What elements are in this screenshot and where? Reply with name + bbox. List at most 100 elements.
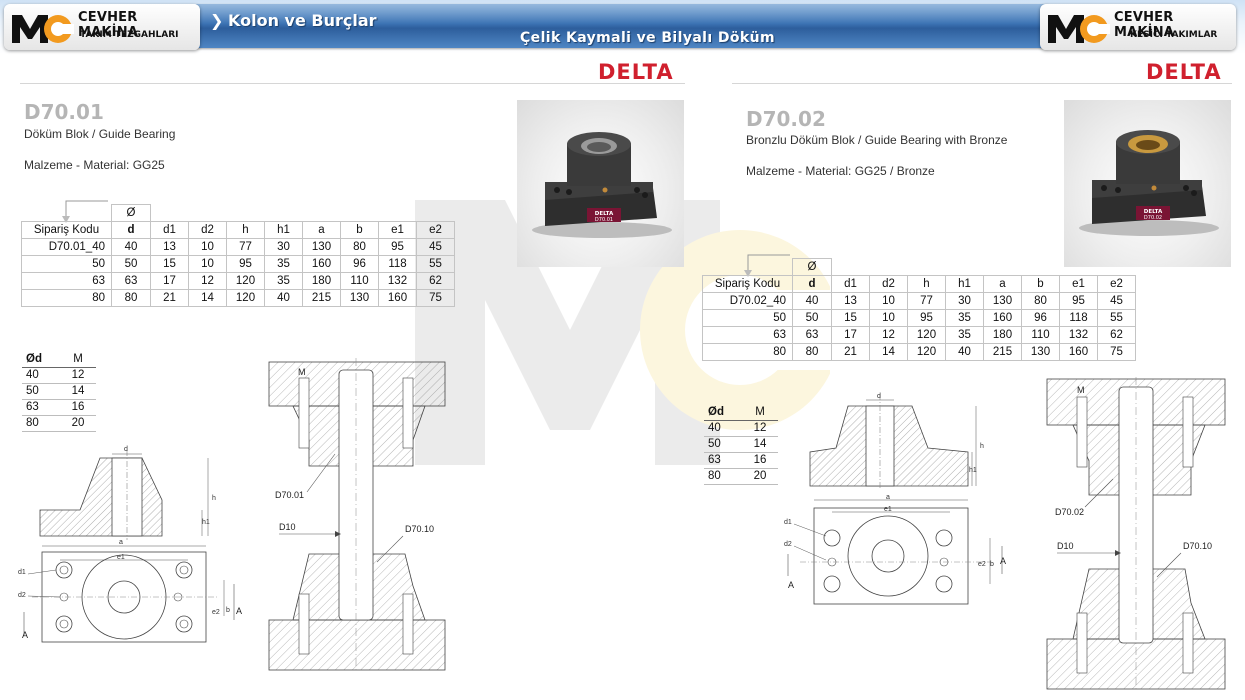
company-tagline: KESİCİ TAKIMLAR: [1130, 30, 1218, 40]
cell: 95: [1059, 292, 1098, 310]
order-code[interactable]: D70.02_40: [702, 292, 793, 310]
cell: 35: [264, 255, 303, 273]
column-header: d2: [869, 275, 908, 293]
company-tagline: TAKIM TEZGAHLARI: [80, 30, 179, 40]
product-material: Malzeme - Material: GG25 / Bronze: [746, 164, 935, 178]
cell: 10: [869, 309, 908, 327]
column-header: d: [792, 275, 832, 293]
cell: 13: [150, 238, 189, 256]
cell: 50: [22, 383, 60, 400]
cell: 30: [945, 292, 984, 310]
section-mark-a: A: [22, 630, 28, 640]
cell: 130: [1021, 343, 1060, 361]
table-header-row: Ød M: [22, 351, 96, 368]
product-code: D70.01: [24, 100, 104, 124]
order-code[interactable]: D70.01_40: [21, 238, 112, 256]
photo-label-code: D70.01: [595, 217, 613, 223]
order-code[interactable]: 63: [702, 326, 793, 344]
cell: 63: [111, 272, 151, 290]
cell: 160: [983, 309, 1022, 327]
company-name: CEVHER MAKİNA: [78, 10, 139, 40]
bush-label: D70.10: [405, 524, 434, 534]
cell: 63: [792, 326, 832, 344]
order-code[interactable]: 80: [702, 343, 793, 361]
cell: 16: [60, 399, 96, 416]
cell: 62: [1097, 326, 1136, 344]
phi-symbol: Ø: [111, 204, 151, 222]
dim-label-d1: d1: [18, 569, 26, 576]
technical-drawing-views: d h h1 a e1 d1 d2 A e2 b A: [784, 393, 1006, 605]
cell: 40: [704, 420, 742, 437]
column-header: a: [302, 221, 341, 239]
cell: 14: [742, 436, 778, 453]
cell: 95: [378, 238, 417, 256]
dim-label-a: a: [119, 539, 123, 546]
product-name: Bronzlu Döküm Blok / Guide Bearing with …: [746, 133, 1008, 147]
dim-label-h: h: [212, 495, 216, 502]
cell: 40: [264, 289, 303, 307]
section-mark-a: A: [236, 606, 242, 616]
column-header: d1: [150, 221, 189, 239]
dim-label-e2: e2: [212, 609, 220, 616]
table-header-row: Sipariş Kodu d d1 d2 h h1 a b e1 e2: [702, 275, 1136, 293]
company-logo-left[interactable]: CEVHER MAKİNA TAKIM TEZGAHLARI: [4, 4, 200, 50]
title-band: [196, 4, 1048, 48]
column-header: e2: [416, 221, 455, 239]
assembly-section-drawing: M D70.01 D10 D70.10: [268, 358, 446, 673]
cevher-logo-icon: [1048, 15, 1110, 43]
order-code[interactable]: 50: [702, 309, 793, 327]
cell: 96: [340, 255, 379, 273]
cell: 35: [945, 326, 984, 344]
table-row: D70.01_40 40 13 10 77 30 130 80 95 45: [21, 238, 455, 256]
table-row: 50 50 15 10 95 35 160 96 118 55: [21, 255, 455, 273]
column-header: d2: [188, 221, 227, 239]
cell: 80: [704, 468, 742, 485]
product-code: D70.02: [746, 107, 826, 131]
cell: 132: [1059, 326, 1098, 344]
column-header: h: [907, 275, 946, 293]
cevher-logo-icon: [12, 15, 74, 43]
cell: 80: [792, 343, 832, 361]
dim-label-d2: d2: [18, 592, 26, 599]
dim-label-e1: e1: [117, 554, 125, 561]
cell: 75: [416, 289, 455, 307]
cell: 180: [983, 326, 1022, 344]
cell: 14: [188, 289, 227, 307]
cell: 120: [907, 326, 946, 344]
dim-label-d1: d1: [784, 519, 792, 526]
column-header: d1: [831, 275, 870, 293]
column-header: a: [983, 275, 1022, 293]
company-logo-right[interactable]: CEVHER MAKİNA KESİCİ TAKIMLAR: [1040, 4, 1236, 50]
screw-label-m: M: [1077, 385, 1085, 395]
cell: 63: [22, 399, 60, 416]
cell: 77: [907, 292, 946, 310]
product-material: Malzeme - Material: GG25: [24, 158, 165, 172]
column-header: Sipariş Kodu: [21, 221, 112, 239]
dimension-table: Ø Sipariş Kodu d d1 d2 h h1 a b e1 e2 D7…: [21, 204, 455, 307]
cell: 130: [302, 238, 341, 256]
divider-right: [732, 83, 1232, 84]
table-header-row: Sipariş Kodu d d1 d2 h h1 a b e1 e2: [21, 221, 455, 239]
order-code[interactable]: 80: [21, 289, 112, 307]
brand-logo-left: DELTA: [598, 60, 674, 84]
cell: 21: [831, 343, 870, 361]
cell: 55: [1097, 309, 1136, 327]
breadcrumb-arrow-icon: ❯: [210, 11, 224, 30]
cell: 120: [226, 272, 265, 290]
column-header: h1: [945, 275, 984, 293]
column-header: M: [742, 404, 778, 421]
column-header: h: [226, 221, 265, 239]
order-code[interactable]: 63: [21, 272, 112, 290]
breadcrumb[interactable]: Kolon ve Burçlar: [228, 11, 377, 30]
guide-bearing-photo: DELTA D70.01: [532, 132, 672, 238]
order-code[interactable]: 50: [21, 255, 112, 273]
cell: 35: [945, 309, 984, 327]
cell: 45: [1097, 292, 1136, 310]
dim-label-d: d: [877, 393, 881, 400]
pin-label: D10: [1057, 541, 1074, 551]
screw-label-m: M: [298, 367, 306, 377]
